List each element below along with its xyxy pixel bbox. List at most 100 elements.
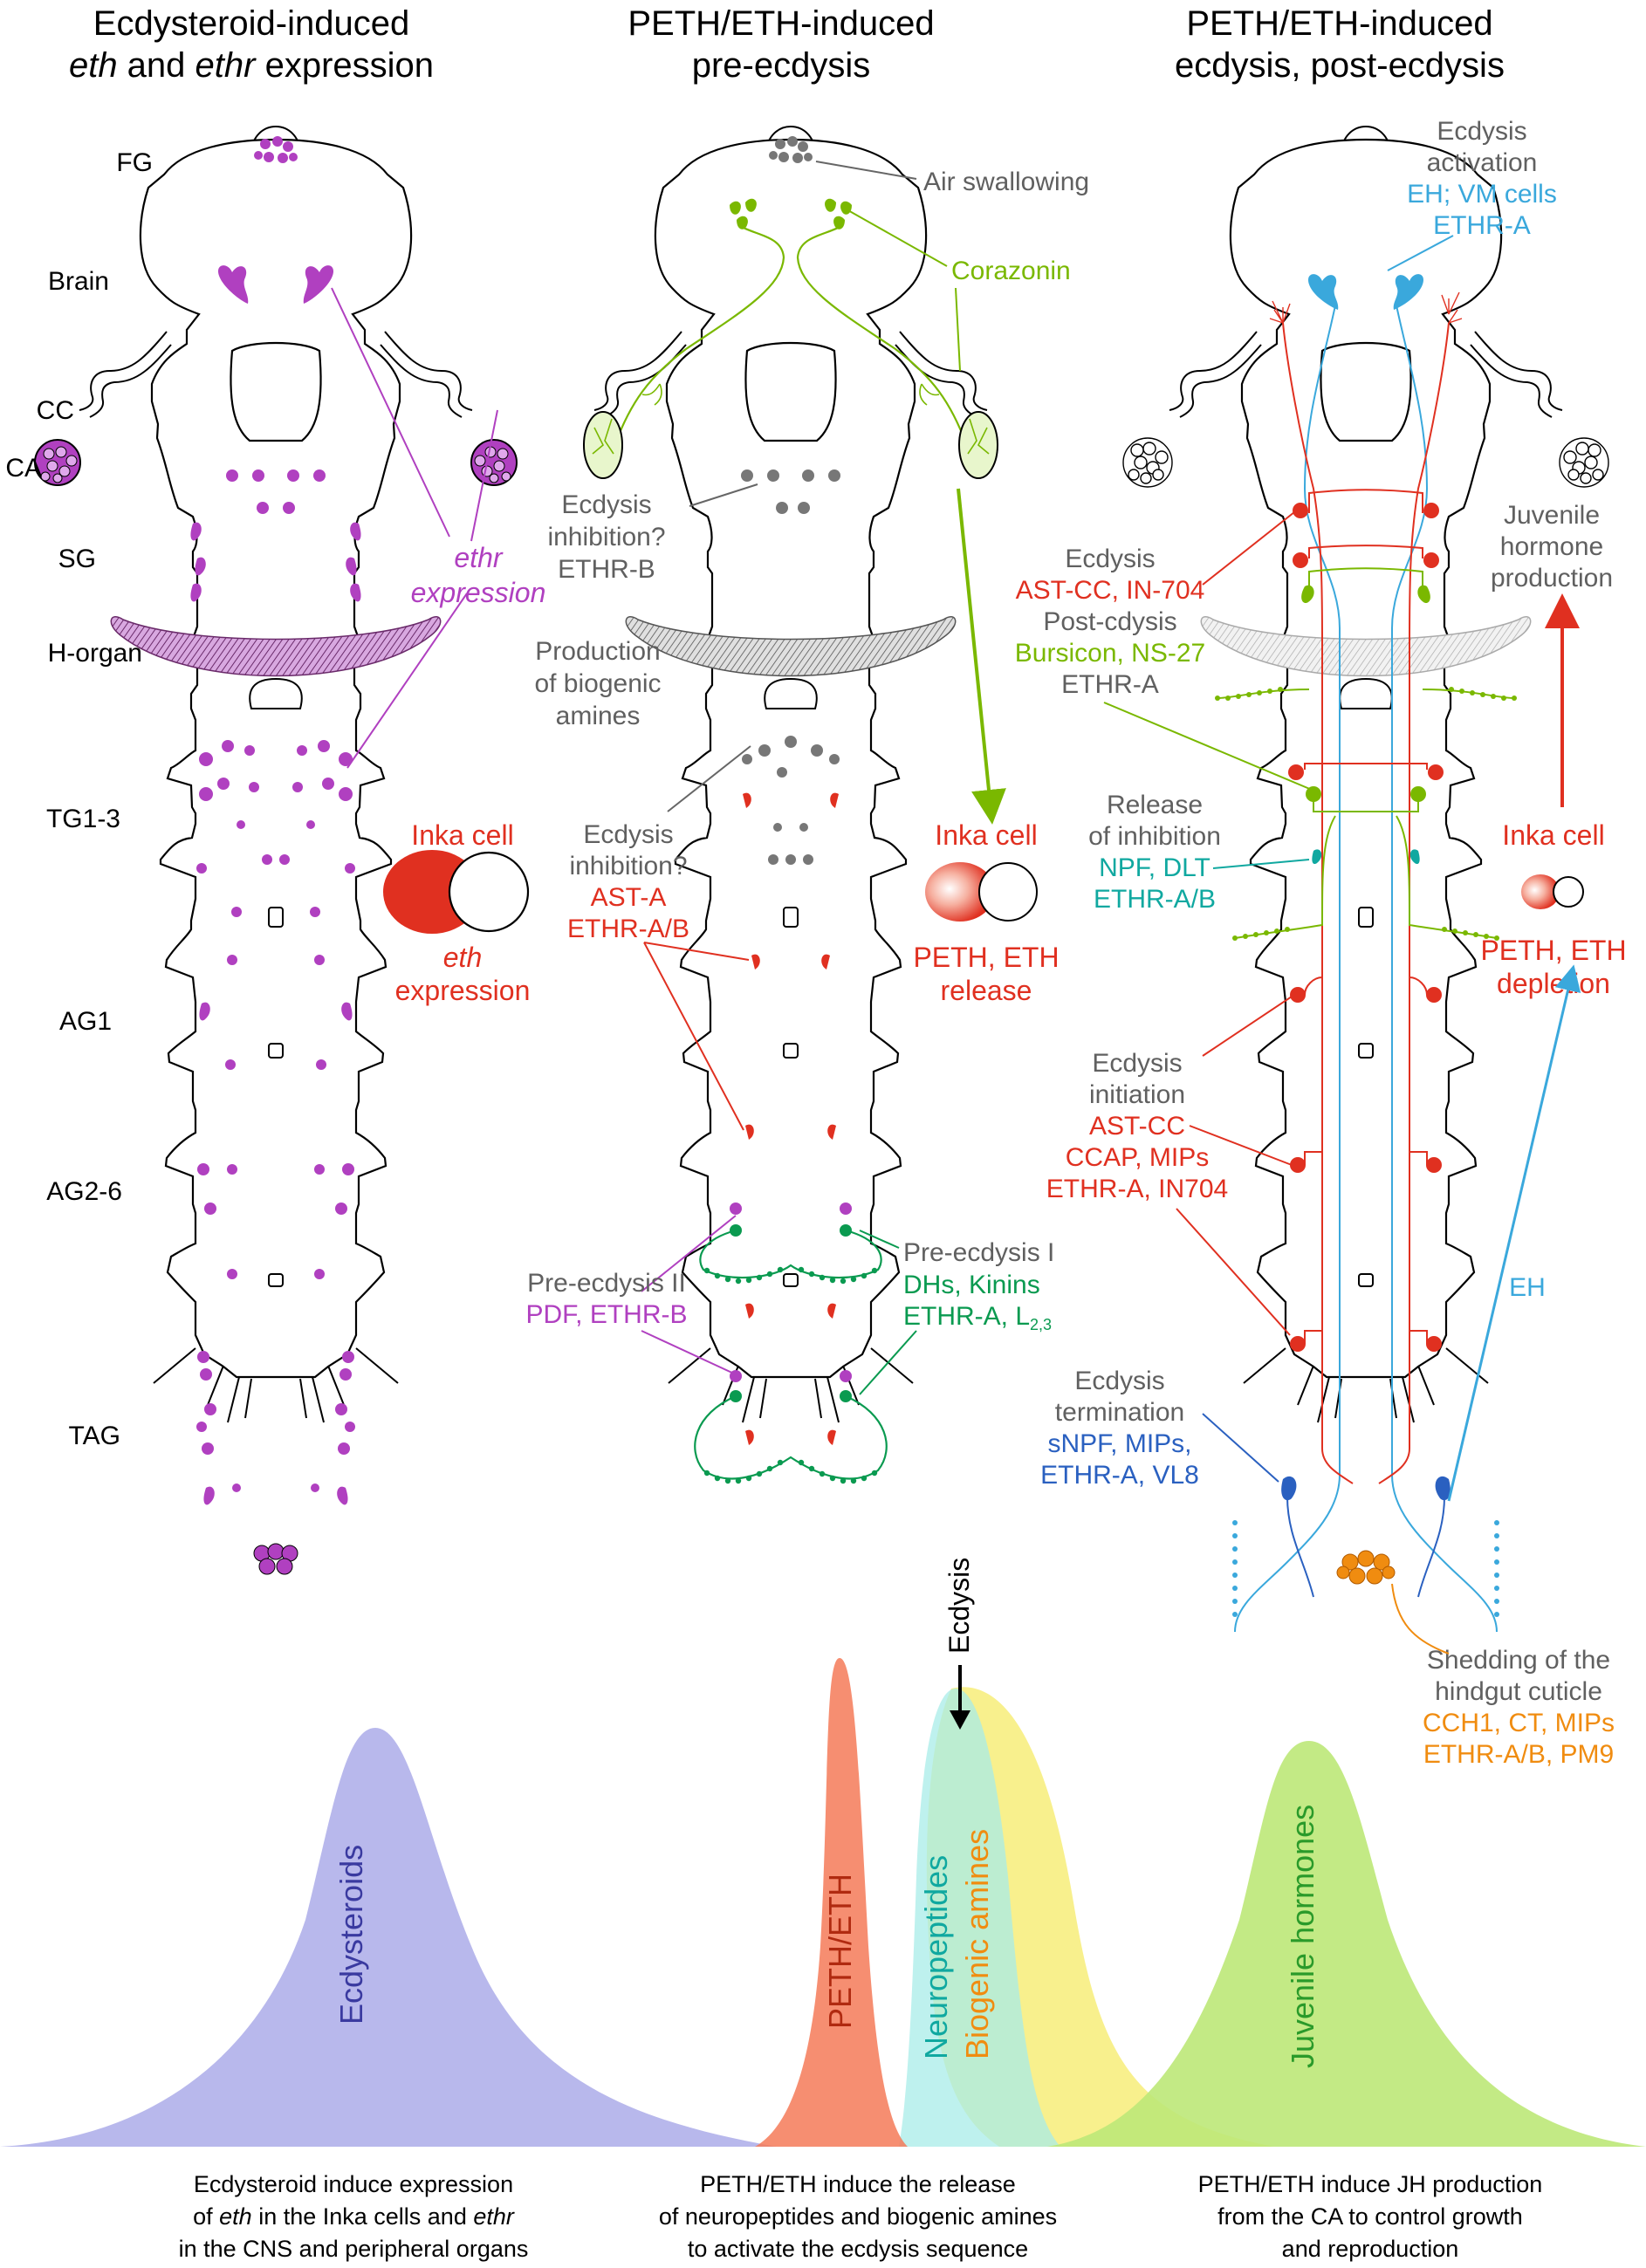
ecdysis-ast-cc: AST-CC, IN-704: [1016, 576, 1205, 605]
amines-line2: of biogenic: [534, 669, 661, 698]
caption-left-part: ethr: [473, 2203, 515, 2230]
left-inka-cell: Inka cell eth expression: [383, 819, 530, 1006]
bottom-captions: Ecdysteroid induce expression of eth in …: [179, 2171, 1543, 2262]
ethr-pointer-lines: [331, 287, 498, 769]
inhib-a-line2: inhibition?: [569, 852, 687, 880]
tag-terminal-cells: [253, 1543, 298, 1575]
right-annotations: Ecdysis activation EH; VM cells ETHR-A J…: [1015, 117, 1627, 1769]
corazonin-label: Corazonin: [951, 257, 1071, 285]
hindgut-cells: [1336, 1550, 1396, 1585]
term-line1: Ecdysis: [1074, 1367, 1164, 1395]
inhib-b-line2: inhibition?: [547, 523, 665, 552]
eh-arrow-label: EH: [1509, 1273, 1546, 1302]
seg-label-fg: FG: [116, 148, 153, 177]
air-swallowing-label: Air swallowing: [923, 168, 1089, 196]
middle-fg-cells: [769, 136, 813, 163]
ca-white-left: [1122, 437, 1173, 488]
inhib-a-ast: AST-A: [591, 883, 667, 912]
caption-right-line1: PETH/ETH induce JH production: [1198, 2171, 1543, 2197]
right-inka-cell: Inka cell PETH, ETH depletion: [1480, 819, 1626, 999]
post-ecdysis-bursicon: Bursicon, NS-27: [1015, 639, 1205, 668]
ventral-ethr-cells: [190, 469, 361, 1505]
middle-green-axons: [694, 1229, 888, 1480]
release-npf: NPF, DLT: [1099, 853, 1210, 882]
seg-label-cc: CC: [37, 396, 74, 425]
release-line1: Release: [1107, 791, 1203, 819]
post-ecdysis-label: Post-cdysis: [1043, 607, 1176, 636]
caption-middle-line2: of neuropeptides and biogenic amines: [659, 2203, 1057, 2230]
right-cns-diagram: [1122, 126, 1609, 1633]
ecdysis-label: Ecdysis: [1065, 545, 1155, 573]
middle-cns-diagram: [583, 126, 998, 1484]
init-line1: Ecdysis: [1092, 1049, 1182, 1078]
middle-inka-sub2: release: [941, 975, 1032, 1006]
curve-label-peth: PETH/ETH: [822, 1874, 858, 2029]
activation-ethr: ETHR-A: [1433, 211, 1531, 240]
term-ethr: ETHR-A, VL8: [1040, 1461, 1199, 1490]
bursicon-cells: [1215, 585, 1517, 941]
caption-middle-line1: PETH/ETH induce the release: [700, 2171, 1016, 2197]
timeline-curves: [0, 1658, 1646, 2147]
caption-left-part: eth: [219, 2203, 252, 2230]
ethr-label-line1: ethr: [454, 542, 503, 573]
right-inka-title: Inka cell: [1502, 819, 1604, 851]
left-title-and: and: [118, 46, 195, 85]
right-inka-sub2: depletion: [1497, 968, 1610, 999]
middle-pdf-cells: [730, 1203, 852, 1382]
left-title-line1: Ecdysteroid-induced: [93, 4, 409, 43]
npf-dlt-cells: [1312, 849, 1420, 865]
left-panel-title: Ecdysteroid-induced eth and ethr express…: [69, 4, 434, 85]
caption-middle-line3: to activate the ecdysis sequence: [688, 2236, 1028, 2262]
pre-ecdysis-2-pdf: PDF, ETHR-B: [525, 1300, 687, 1329]
activation-line2: activation: [1427, 148, 1538, 177]
init-ethr: ETHR-A, IN704: [1046, 1175, 1228, 1203]
curve-label-biogenic-amines: Biogenic amines: [959, 1829, 995, 2059]
left-cns-diagram: [34, 126, 518, 1575]
seg-label-h-organ: H-organ: [48, 639, 142, 668]
ethr-label-line2: expression: [411, 577, 546, 608]
snpf-axons: [1286, 1496, 1445, 1598]
middle-title-line1: PETH/ETH-induced: [628, 4, 934, 43]
pre-ecdysis-1-ethr: ETHR-A, L2,3: [903, 1302, 1052, 1333]
amines-line1: Production: [535, 637, 660, 666]
snpf-termination-cells: [1281, 1476, 1451, 1501]
middle-inka-title: Inka cell: [935, 819, 1037, 851]
middle-panel-title: PETH/ETH-induced pre-ecdysis: [628, 4, 934, 85]
caption-left-part: of: [193, 2203, 219, 2230]
activation-line1: Ecdysis: [1437, 117, 1526, 146]
release-line2: of inhibition: [1088, 822, 1221, 851]
fg-cells: [254, 136, 298, 163]
seg-label-tg: TG1-3: [46, 805, 120, 833]
corazonin-neurons: [730, 198, 852, 230]
red-dendrites: [1269, 291, 1463, 324]
left-inka-sub2: expression: [395, 975, 531, 1006]
jh-line1: Juvenile: [1504, 501, 1600, 530]
corazonin-axons: [610, 224, 971, 455]
init-ccap: CCAP, MIPs: [1066, 1143, 1210, 1172]
pre-ecdysis-1-label: Pre-ecdysis I: [903, 1238, 1054, 1267]
h-organ: [110, 616, 442, 677]
seg-label-ca: CA: [5, 454, 42, 483]
pre-ecdysis-1-dh: DHs, Kinins: [903, 1271, 1040, 1299]
left-inka-title: Inka cell: [411, 819, 513, 851]
inhib-b-line1: Ecdysis: [561, 490, 651, 519]
inhib-a-ethr: ETHR-A/B: [567, 915, 689, 943]
eh-bead-chain: [1232, 1520, 1499, 1617]
curve-label-juvenile-hormones: Juvenile hormones: [1285, 1805, 1320, 2068]
right-panel-title: PETH/ETH-induced ecdysis, post-ecdysis: [1175, 4, 1505, 85]
post-ecdysis-ethr: ETHR-A: [1061, 670, 1159, 699]
ecdysis-red-cells: [1288, 503, 1444, 1352]
right-inka-sub1: PETH, ETH: [1480, 935, 1626, 966]
curve-label-neuropeptides: Neuropeptides: [918, 1855, 954, 2059]
ecdysteroids-curve: [0, 1728, 777, 2147]
middle-green-beads: [703, 1266, 878, 1484]
shed-line1: Shedding of the: [1427, 1646, 1610, 1675]
left-inka-sub1: eth: [443, 942, 482, 973]
jh-line2: hormone: [1500, 532, 1603, 561]
activation-eh: EH; VM cells: [1407, 180, 1557, 209]
peth-eth-curve: [755, 1658, 908, 2147]
ca-cluster-right: [470, 439, 518, 486]
shed-ethr: ETHR-A/B, PM9: [1423, 1740, 1614, 1769]
ecdysis-marker-label: Ecdysis: [943, 1558, 975, 1654]
